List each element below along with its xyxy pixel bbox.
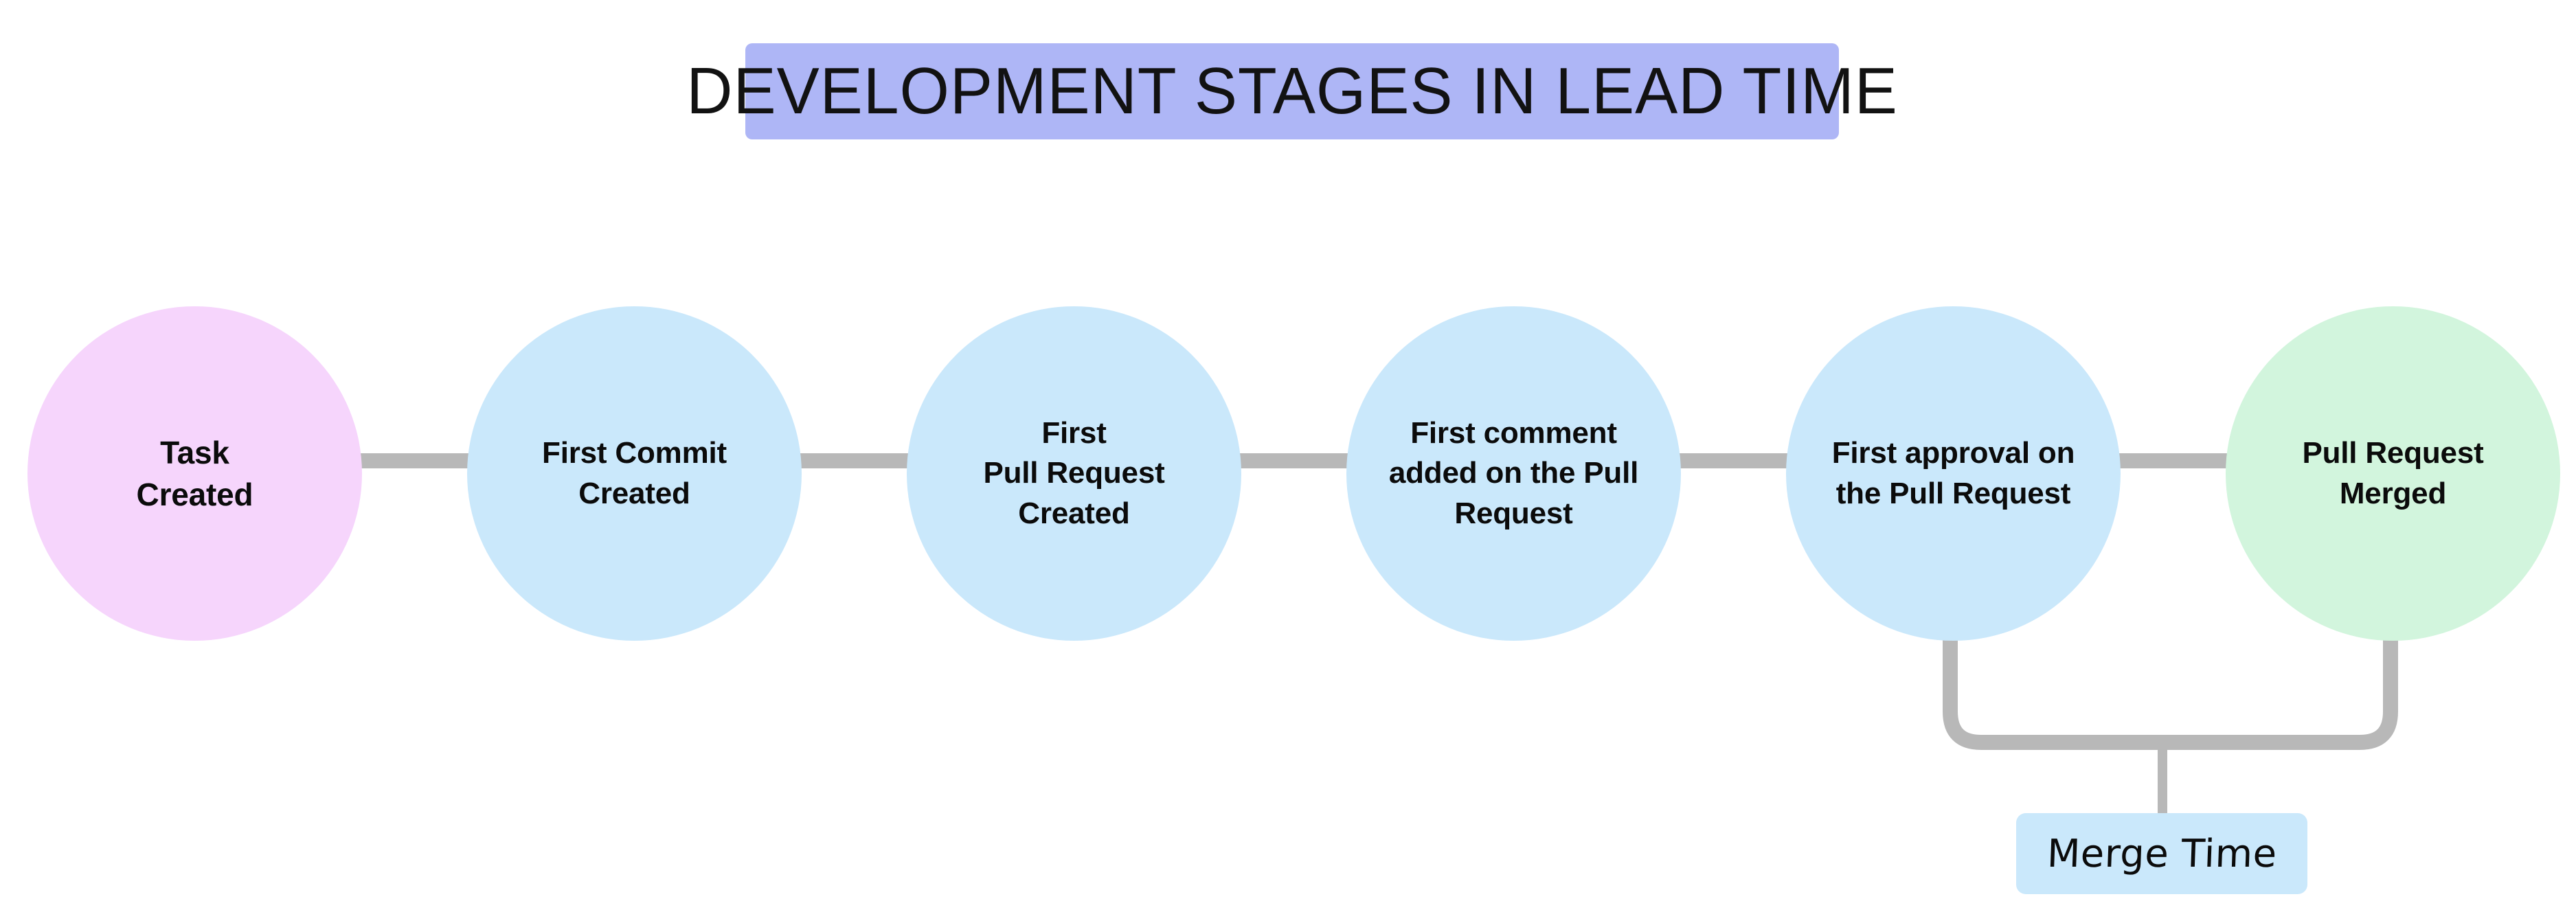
merge-time-badge[interactable]: Merge Time: [2016, 813, 2307, 894]
stage-first-approval-on-pull-request[interactable]: First approval on the Pull Request: [1786, 306, 2121, 641]
stage-label: Pull Request Merged: [2302, 436, 2484, 510]
merge-time-label: Merge Time: [2046, 831, 2278, 876]
stage-label: First approval on the Pull Request: [1831, 436, 2075, 510]
stage-label: First comment added on the Pull Request: [1388, 416, 1639, 530]
stage-label: First Commit Created: [542, 436, 727, 510]
stage-task-created[interactable]: Task Created: [27, 306, 362, 641]
diagram-title: DEVELOPMENT STAGES IN LEAD TIME: [686, 54, 1898, 128]
diagram-title-banner: DEVELOPMENT STAGES IN LEAD TIME: [686, 43, 1897, 139]
stage-label: First Pull Request Created: [983, 416, 1165, 530]
stage-first-pull-request-created[interactable]: First Pull Request Created: [907, 306, 1241, 641]
stage-label: Task Created: [136, 434, 253, 512]
merge-time-bracket: [1943, 630, 2398, 750]
stage-pull-request-merged[interactable]: Pull Request Merged: [2226, 306, 2560, 641]
stage-first-comment-on-pull-request[interactable]: First comment added on the Pull Request: [1346, 306, 1681, 641]
stage-first-commit-created[interactable]: First Commit Created: [467, 306, 802, 641]
